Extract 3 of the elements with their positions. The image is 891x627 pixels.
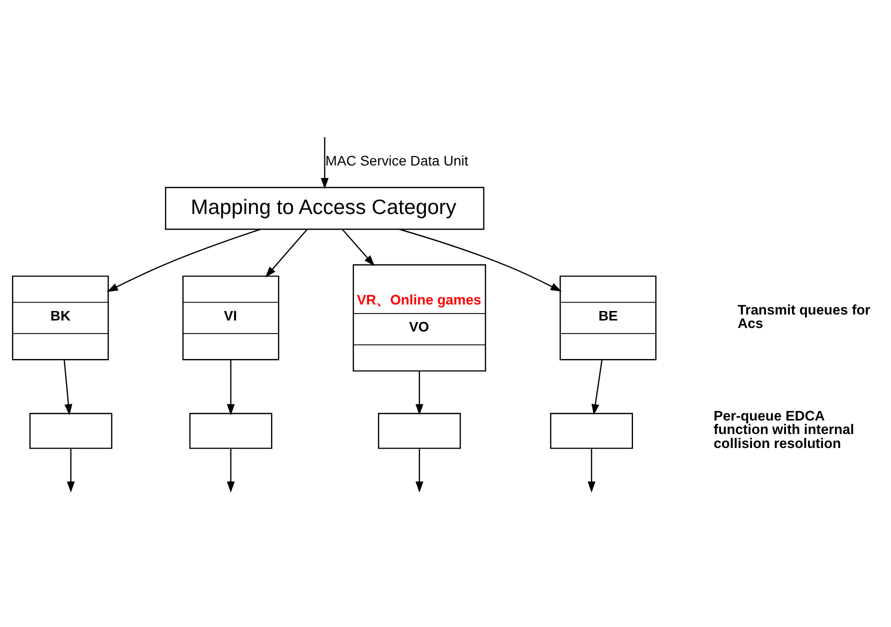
- edge-label: MAC Service Data Unit: [325, 152, 468, 168]
- label: Per-queue EDCA function with internal collision resolution: [714, 406, 854, 451]
- label: Transmit queues for Acs: [738, 300, 870, 331]
